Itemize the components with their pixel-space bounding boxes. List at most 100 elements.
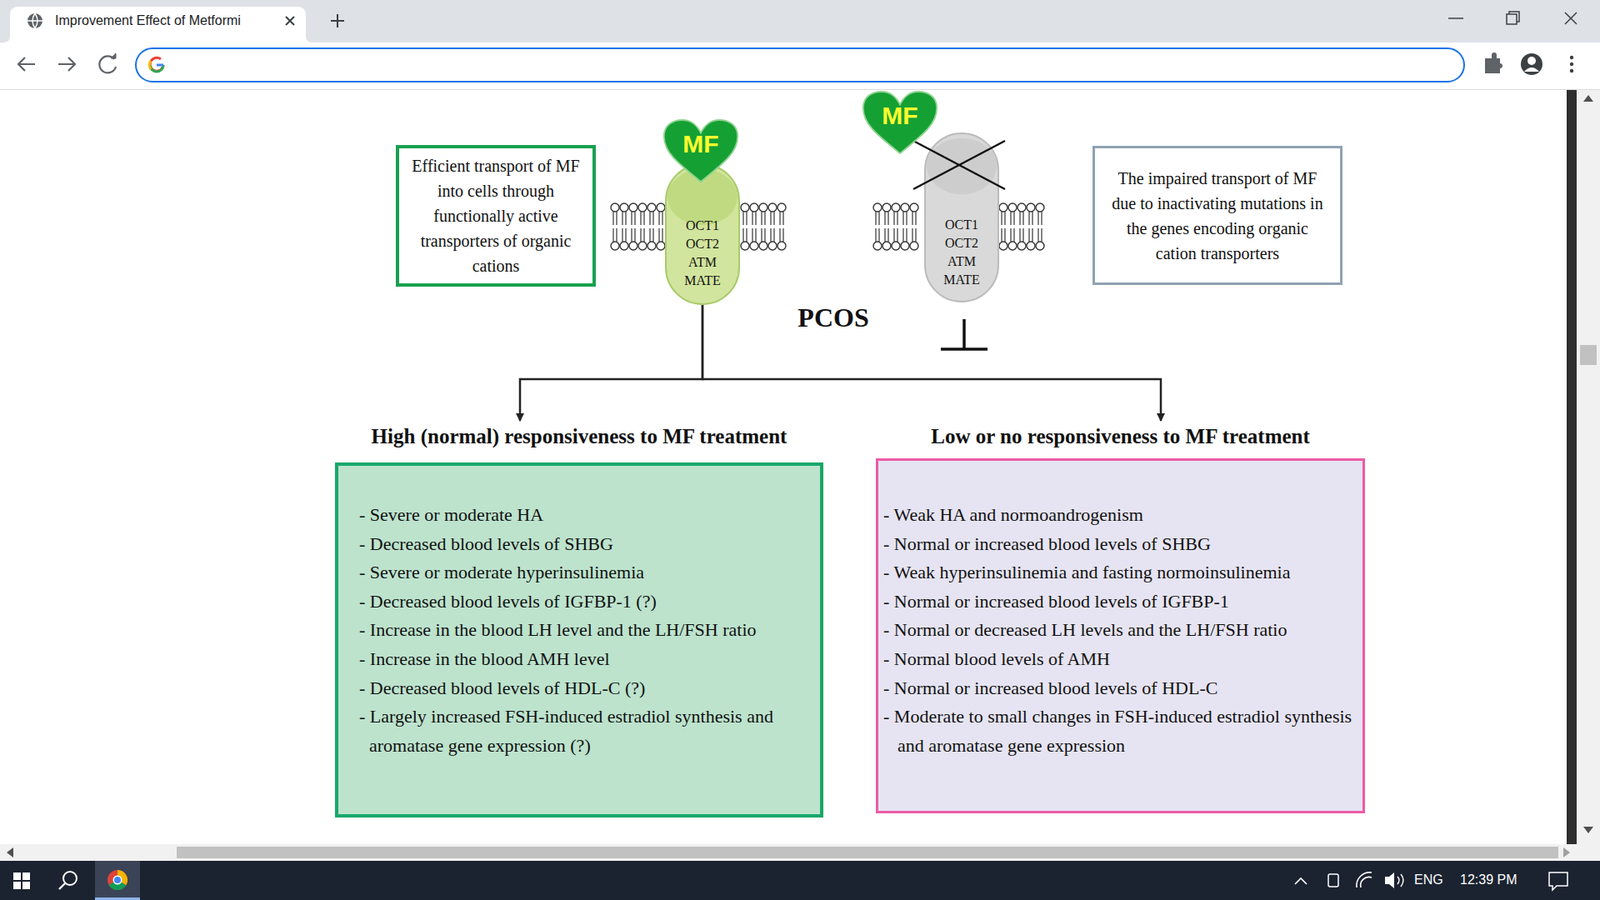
lipid-tail <box>1010 228 1011 242</box>
lipid-tail <box>640 211 641 225</box>
toolbar-part <box>58 57 75 71</box>
response-panel: - Severe or moderate HA- Decreased blood… <box>335 462 824 818</box>
tab-title: Improvement Effect of Metformi <box>55 11 241 30</box>
lipid-tail <box>745 211 747 225</box>
list-item: - Decreased blood levels of IGFBP-1 (?) <box>359 587 815 617</box>
lipid-tail <box>621 211 623 225</box>
lipid-tail <box>760 211 762 225</box>
list-item: - Decreased blood levels of SHBG <box>359 530 815 560</box>
response-panel: - Weak HA and normoandrogenism - Normal o… <box>875 458 1365 814</box>
transporter-impaired: OCT1 OCT2 ATM MATE <box>924 132 1000 303</box>
lipid-head <box>910 203 919 212</box>
lipid-head <box>1035 241 1045 250</box>
lipid-head <box>999 241 1008 250</box>
lipid-tail <box>1004 211 1005 225</box>
taskbar-part <box>1295 878 1307 885</box>
lipid-tail <box>1010 211 1011 225</box>
lipid-head <box>647 203 656 212</box>
cylinder-top <box>667 169 738 226</box>
lipid-tail <box>652 211 654 225</box>
scrollbars-part <box>6 847 14 858</box>
lipid-tail <box>1013 211 1015 225</box>
lipid-tail <box>658 211 660 225</box>
lipid-tail <box>893 228 895 242</box>
lipid-head <box>768 241 777 250</box>
toolbar-part <box>0 42 1600 90</box>
lipid-head <box>910 241 919 250</box>
lipid-tail <box>615 228 617 242</box>
taskbar-part <box>13 872 21 880</box>
tray-clock: 12:39 PM <box>1460 870 1517 890</box>
lipid-head <box>999 203 1008 212</box>
high-response-box: High (normal) responsiveness to MF treat… <box>335 423 824 818</box>
taskbar-part <box>0 860 1600 900</box>
lipid-tail <box>773 228 775 242</box>
lipid-tail <box>902 228 904 242</box>
box-text: The impaired transport of MF due to inac… <box>1106 165 1329 266</box>
lipid-tail <box>661 211 663 225</box>
lipid-head <box>656 203 665 212</box>
lipid-tail <box>1040 228 1042 242</box>
lipid-tail <box>773 211 775 225</box>
list-item: - Normal or increased blood levels of IG… <box>883 587 1358 617</box>
taskbar-part <box>22 872 30 880</box>
lipid-tail <box>612 211 614 225</box>
lipid-tail <box>905 211 907 225</box>
lipid-tail <box>1019 228 1020 242</box>
window-controls-part <box>1448 17 1464 20</box>
scrollbars-part <box>1583 826 1594 834</box>
list-item: - Weak HA and normoandrogenism <box>883 500 1358 530</box>
box-text: Efficient transport of MF into cells thr… <box>405 153 586 279</box>
lipid-tail <box>905 228 907 242</box>
list-item: - Severe or moderate HA <box>359 500 815 530</box>
lipid-tail <box>649 211 650 225</box>
metformin-heart: MF <box>861 90 939 155</box>
transporter-names: OCT1 OCT2 ATM MATE <box>936 215 987 290</box>
lipid-head <box>1008 203 1017 212</box>
list-item: - Increase in the blood LH level and the… <box>359 615 815 645</box>
toolbar-part <box>135 48 1465 82</box>
transporter-active: OCT1 OCT2 ATM MATE <box>665 163 740 305</box>
lipid-tail <box>634 211 635 225</box>
tray-language: ENG <box>1414 870 1444 890</box>
lipid-tail <box>1004 228 1005 242</box>
lipid-tail <box>878 211 880 225</box>
toolbar-part <box>1570 55 1574 60</box>
lipid-tail <box>755 228 756 242</box>
lipid-tail <box>625 211 626 225</box>
inhibition-symbol-part <box>940 347 988 351</box>
response-heading: Low or no responsiveness to MF treatment <box>875 423 1365 450</box>
taskbar-part <box>1397 874 1404 887</box>
lipid-tail <box>1022 211 1024 225</box>
lipid-head <box>900 203 910 212</box>
lipid-tail <box>1028 211 1030 225</box>
taskbar-part <box>63 871 77 885</box>
lipid-tail <box>643 211 645 225</box>
taskbar-part <box>1328 874 1339 887</box>
list-item: - Weak hyperinsulinemia and fasting norm… <box>883 558 1358 588</box>
lipid-tail <box>661 228 663 242</box>
cross-mark <box>913 140 1005 190</box>
toolbar-part <box>150 57 164 71</box>
lipid-head <box>1035 203 1045 212</box>
tab-strip-part <box>3 6 313 43</box>
taskbar-part <box>95 860 140 900</box>
lipid-tail <box>1000 228 1002 242</box>
heart-label: MF <box>662 130 740 159</box>
lipid-tail <box>1013 228 1015 242</box>
lipid-tail <box>652 228 654 242</box>
lipid-head <box>740 203 750 212</box>
toolbar-part <box>1570 69 1574 73</box>
lipid-tail <box>887 228 889 242</box>
lipid-head <box>750 203 759 212</box>
lipid-head <box>629 241 638 250</box>
lipid-tail <box>1000 211 1002 225</box>
lipid-head <box>873 203 882 212</box>
cross-mark <box>913 140 1005 190</box>
lipid-tail <box>630 228 632 242</box>
list-item: - Increase in the blood AMH level <box>359 645 815 675</box>
lipid-head <box>610 241 620 250</box>
lipid-head <box>882 203 891 212</box>
lipid-tail <box>1028 228 1030 242</box>
